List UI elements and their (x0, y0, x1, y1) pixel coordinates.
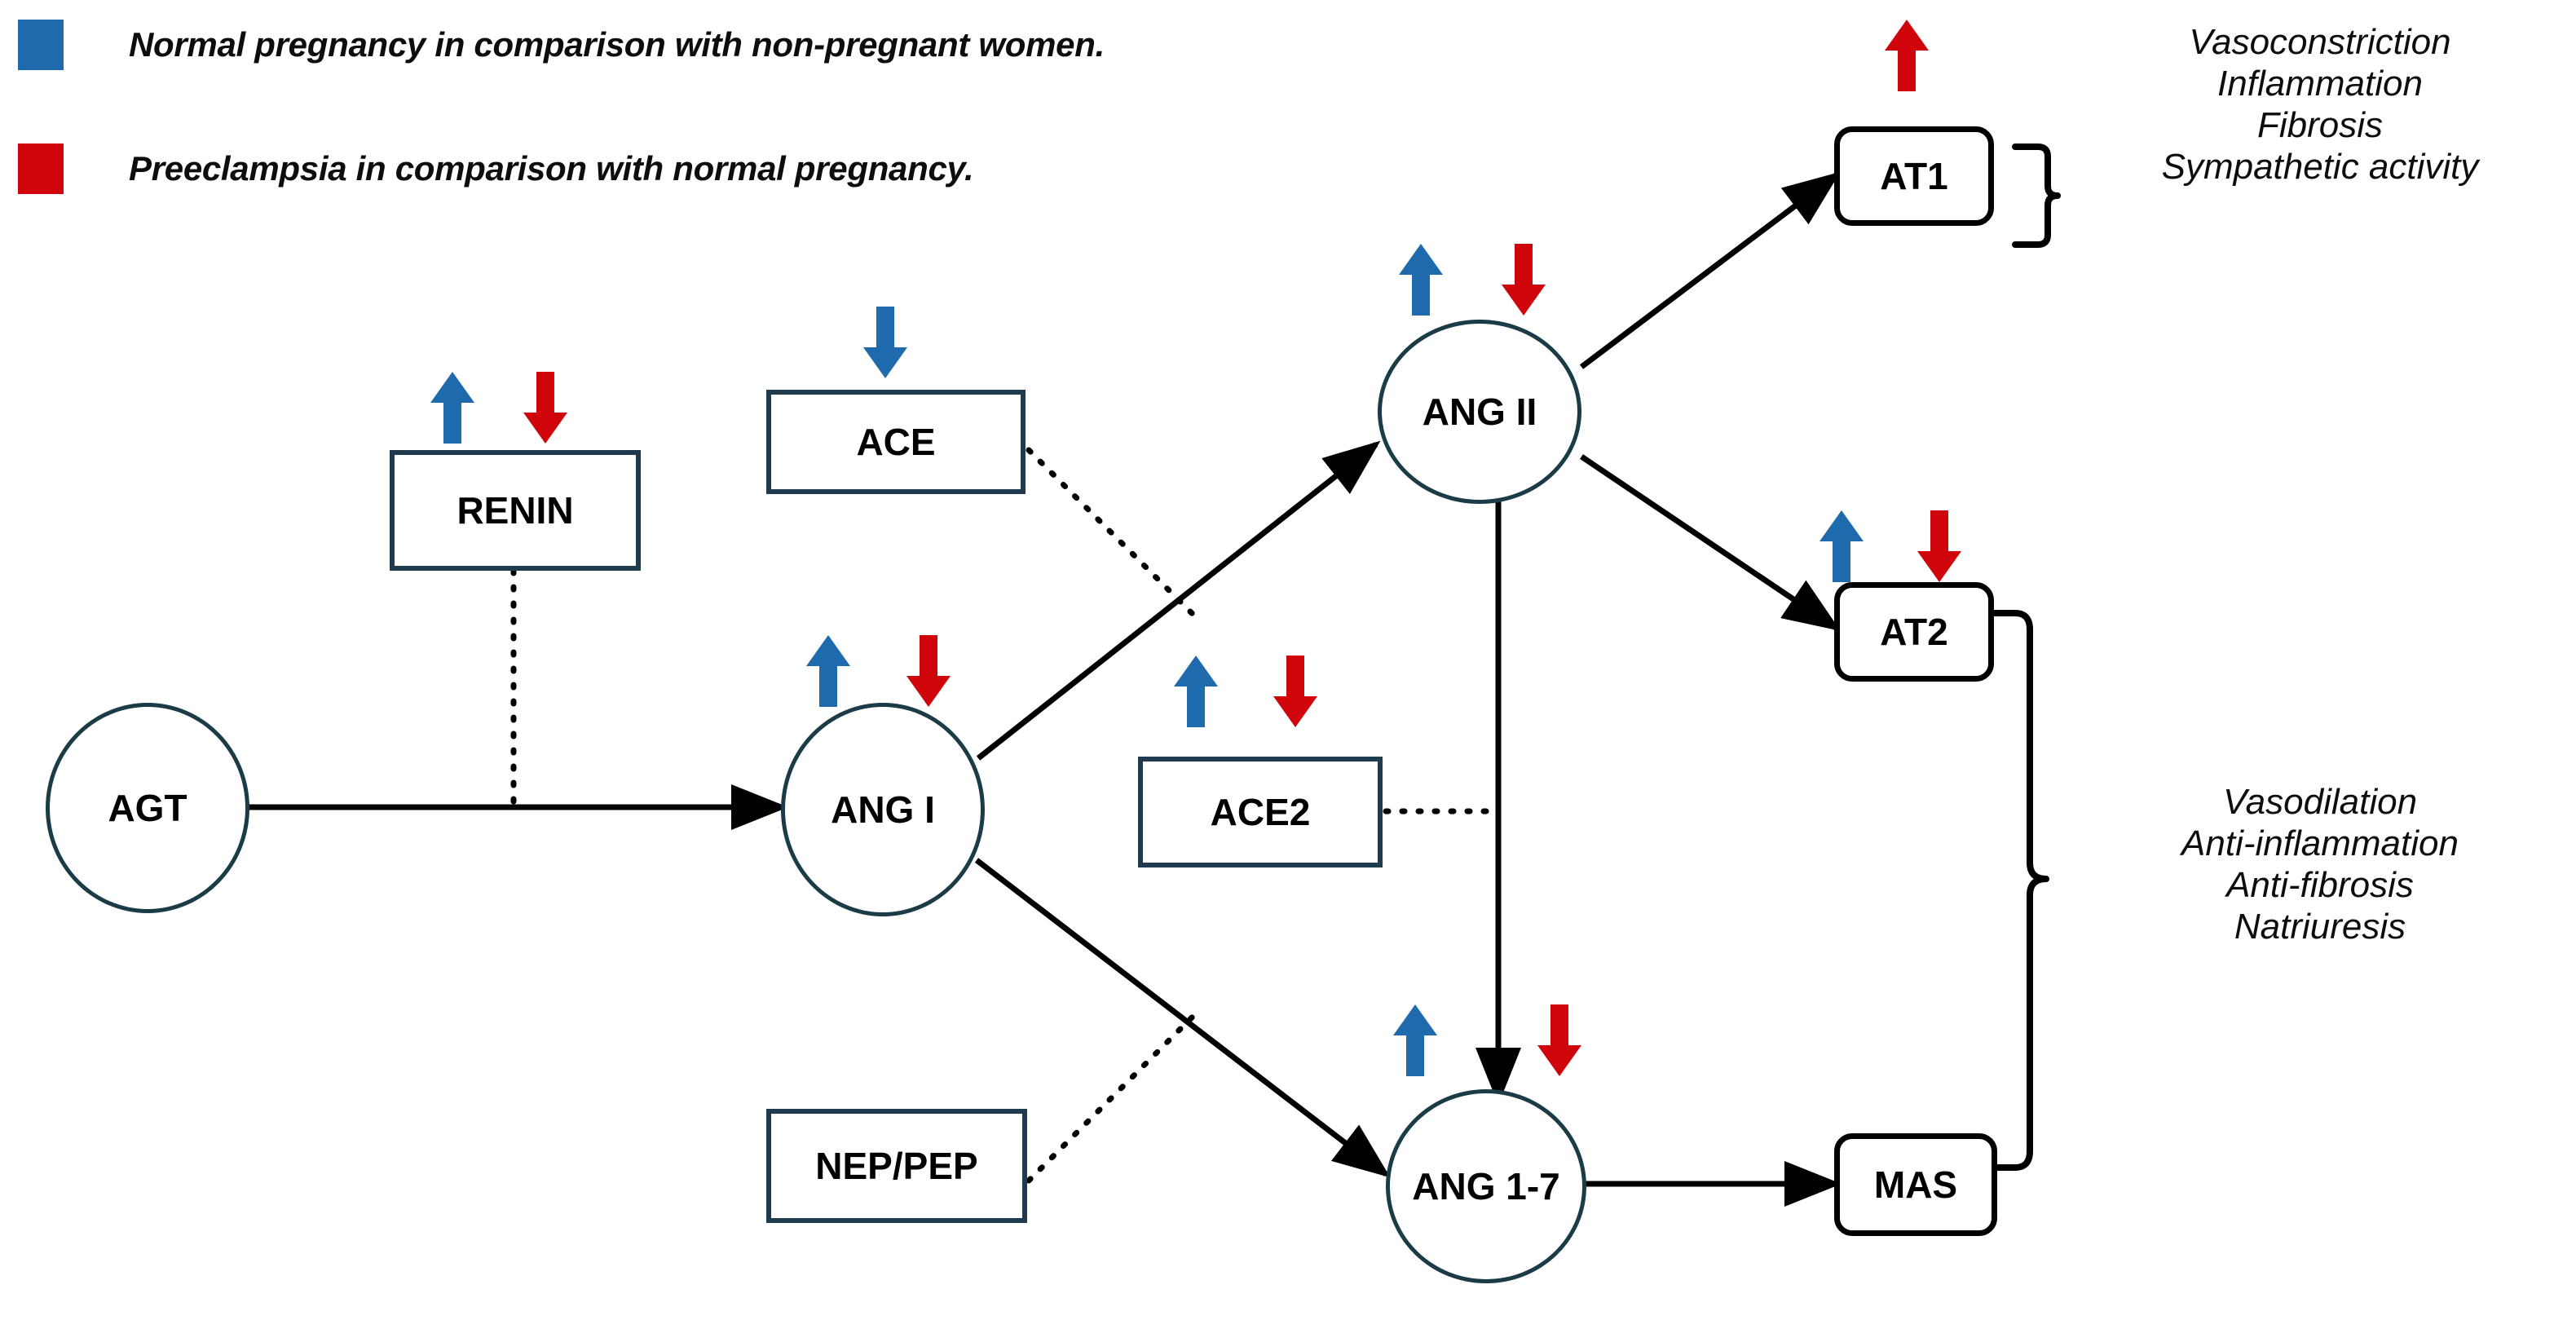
legend-item-normal-pregnancy: Normal pregnancy in comparison with non-… (18, 20, 1105, 70)
node-at1-label: AT1 (1880, 155, 1948, 197)
node-at1[interactable]: AT1 (1834, 126, 1994, 226)
at2-mas-effects-text: Vasodilation Anti-inflammation Anti-fibr… (2075, 781, 2565, 947)
node-agt[interactable]: AGT (46, 703, 249, 913)
node-at2-label: AT2 (1880, 611, 1948, 653)
node-renin[interactable]: RENIN (390, 450, 641, 571)
node-ang17-label: ANG 1-7 (1412, 1165, 1560, 1207)
node-neppep[interactable]: NEP/PEP (766, 1109, 1027, 1223)
edge-ace-catalysis-dotted (1026, 447, 1202, 623)
node-ang17[interactable]: ANG 1-7 (1386, 1089, 1586, 1283)
arrow-up-red-at1 (1885, 20, 1929, 91)
arrow-down-red-renin (523, 372, 567, 444)
at2-mas-effects-brace (1984, 610, 2049, 1171)
node-ace[interactable]: ACE (766, 390, 1026, 494)
node-ace-label: ACE (856, 421, 936, 463)
node-angi[interactable]: ANG I (781, 703, 985, 916)
legend-swatch-red (18, 143, 64, 194)
arrow-up-blue-angi (806, 635, 850, 707)
node-ace2-label: ACE2 (1210, 791, 1311, 833)
arrow-up-blue-renin (430, 372, 474, 444)
node-at2[interactable]: AT2 (1834, 582, 1994, 682)
at2-mas-effect-line-3: Anti-fibrosis (2226, 865, 2414, 906)
at1-effect-line-1: Vasoconstriction (2189, 22, 2451, 62)
arrow-up-blue-ang17 (1393, 1004, 1437, 1076)
legend-item-preeclampsia: Preeclampsia in comparison with normal p… (18, 143, 974, 194)
arrow-down-red-angi (906, 635, 951, 707)
legend-label-normal-pregnancy: Normal pregnancy in comparison with non-… (129, 25, 1105, 64)
at1-effect-line-4: Sympathetic activity (2161, 147, 2479, 188)
edge-angii-to-at1 (1579, 171, 1841, 369)
edge-angii-to-at2 (1580, 454, 1841, 631)
arrow-up-blue-angii (1399, 244, 1443, 316)
at1-effects-text: Vasoconstriction Inflammation Fibrosis S… (2075, 21, 2565, 188)
node-ace2[interactable]: ACE2 (1138, 757, 1383, 867)
legend-swatch-blue (18, 20, 64, 70)
arrow-down-red-angii (1502, 244, 1546, 316)
node-angi-label: ANG I (831, 788, 935, 831)
arrow-up-blue-ace2 (1174, 656, 1218, 727)
at1-effects-brace (2012, 143, 2061, 248)
edge-neppep-catalysis-dotted (1026, 1008, 1202, 1184)
arrow-down-blue-ace (863, 307, 907, 378)
at2-mas-effect-line-4: Natriuresis (2234, 907, 2406, 947)
at2-mas-effect-line-1: Vasodilation (2222, 782, 2418, 822)
node-renin-label: RENIN (457, 489, 574, 532)
node-mas[interactable]: MAS (1834, 1133, 1997, 1236)
node-angii-label: ANG II (1422, 391, 1537, 433)
arrow-down-red-at2 (1917, 510, 1961, 582)
arrow-down-red-ang17 (1537, 1004, 1581, 1076)
legend-label-preeclampsia: Preeclampsia in comparison with normal p… (129, 149, 974, 188)
edge-angi-to-ang17 (974, 858, 1391, 1178)
node-neppep-label: NEP/PEP (815, 1145, 978, 1187)
node-mas-label: MAS (1873, 1163, 1958, 1206)
arrow-up-blue-at2 (1820, 510, 1864, 582)
arrow-down-red-ace2 (1273, 656, 1317, 727)
at2-mas-effect-line-2: Anti-inflammation (2181, 823, 2459, 864)
at1-effect-line-3: Fibrosis (2256, 105, 2384, 146)
node-agt-label: AGT (108, 787, 187, 829)
node-angii[interactable]: ANG II (1378, 320, 1581, 504)
at1-effect-line-2: Inflammation (2217, 64, 2423, 104)
